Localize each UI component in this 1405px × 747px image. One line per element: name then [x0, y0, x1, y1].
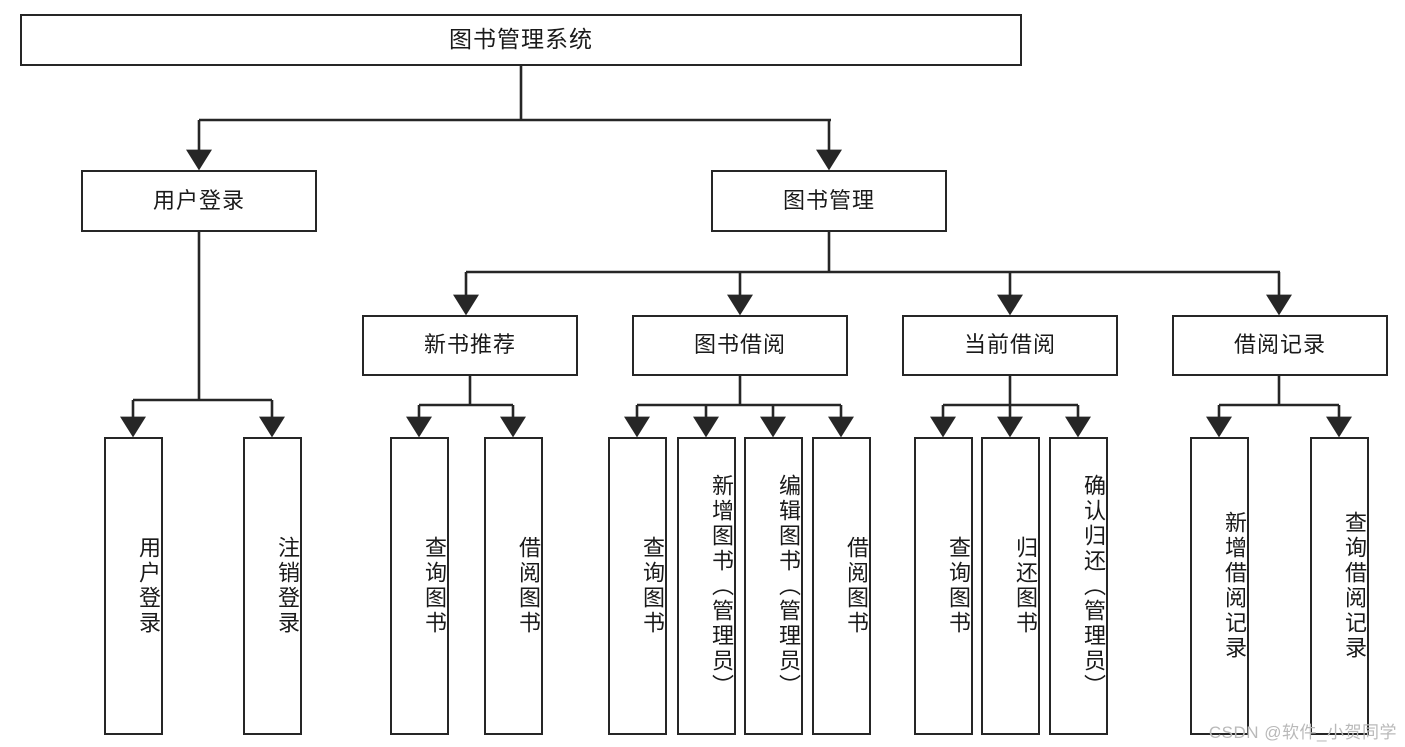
node-leaf-user-logout[interactable]: 注销登录 [243, 437, 302, 735]
node-user-login-label: 用户登录 [152, 187, 245, 213]
node-leaf-query-book-1[interactable]: 查询图书 [390, 437, 449, 735]
node-leaf-query-book-3[interactable]: 查询图书 [914, 437, 973, 735]
node-root[interactable]: 图书管理系统 [20, 14, 1022, 66]
node-book-manage[interactable]: 图书管理 [711, 170, 947, 232]
node-borrow-record[interactable]: 借阅记录 [1172, 315, 1388, 376]
node-leaf-query-book-3-label: 查询图书 [946, 536, 971, 636]
node-borrow-record-label: 借阅记录 [1233, 332, 1326, 358]
node-leaf-return-book[interactable]: 归还图书 [981, 437, 1040, 735]
node-leaf-edit-book-label: 编辑图书（管理员） [776, 473, 801, 699]
node-user-login[interactable]: 用户登录 [81, 170, 317, 232]
node-leaf-borrow-book-1[interactable]: 借阅图书 [484, 437, 543, 735]
node-leaf-borrow-book-1-label: 借阅图书 [516, 536, 541, 636]
node-new-book-rec-label: 新书推荐 [423, 332, 516, 358]
node-leaf-user-login-label: 用户登录 [136, 536, 161, 636]
node-leaf-edit-book[interactable]: 编辑图书（管理员） [744, 437, 803, 735]
node-current-borrow[interactable]: 当前借阅 [902, 315, 1118, 376]
node-leaf-query-record[interactable]: 查询借阅记录 [1310, 437, 1369, 735]
node-leaf-query-book-1-label: 查询图书 [422, 536, 447, 636]
node-leaf-add-book-label: 新增图书（管理员） [709, 473, 734, 699]
watermark-text: CSDN @软件_小贺同学 [1208, 723, 1397, 742]
node-leaf-query-book-2[interactable]: 查询图书 [608, 437, 667, 735]
node-book-borrow[interactable]: 图书借阅 [632, 315, 848, 376]
node-current-borrow-label: 当前借阅 [963, 332, 1056, 358]
node-leaf-user-logout-label: 注销登录 [275, 536, 300, 636]
node-book-manage-label: 图书管理 [782, 187, 875, 213]
node-leaf-add-book[interactable]: 新增图书（管理员） [677, 437, 736, 735]
node-leaf-query-record-label: 查询借阅记录 [1342, 511, 1367, 661]
node-leaf-user-login[interactable]: 用户登录 [104, 437, 163, 735]
node-root-label: 图书管理系统 [449, 26, 593, 53]
node-book-borrow-label: 图书借阅 [693, 332, 786, 358]
node-leaf-borrow-book-2[interactable]: 借阅图书 [812, 437, 871, 735]
node-leaf-add-record-label: 新增借阅记录 [1222, 511, 1247, 661]
node-new-book-rec[interactable]: 新书推荐 [362, 315, 578, 376]
node-leaf-borrow-book-2-label: 借阅图书 [844, 536, 869, 636]
node-leaf-confirm-return[interactable]: 确认归还（管理员） [1049, 437, 1108, 735]
node-leaf-return-book-label: 归还图书 [1013, 536, 1038, 636]
node-leaf-confirm-return-label: 确认归还（管理员） [1081, 473, 1106, 699]
node-leaf-add-record[interactable]: 新增借阅记录 [1190, 437, 1249, 735]
node-leaf-query-book-2-label: 查询图书 [640, 536, 665, 636]
